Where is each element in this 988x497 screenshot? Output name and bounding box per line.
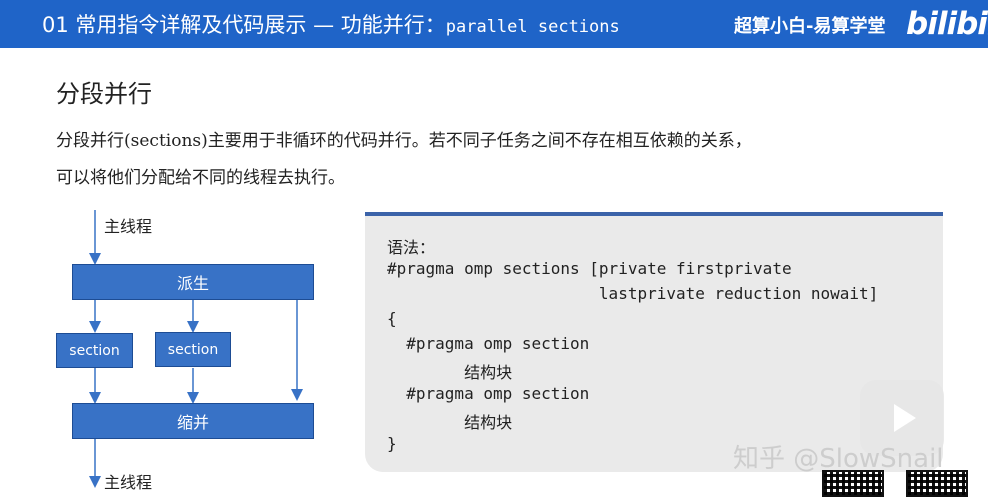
code-line-3: lastprivate reduction nowait] — [387, 284, 879, 303]
main-thread-label-top: 主线程 — [104, 217, 153, 236]
header-title-code: parallel sections — [445, 17, 620, 37]
header-title: 01 常用指令详解及代码展示 — 功能并行：parallel sections — [42, 9, 620, 39]
bilibili-logo: bilibili — [906, 6, 988, 42]
zhihu-watermark: 知乎 @SlowSnail — [733, 444, 944, 474]
header-title-prefix: 01 常用指令详解及代码展示 — 功能并行： — [42, 13, 446, 37]
brand-text: 超算小白-易算学堂 — [734, 16, 886, 37]
paragraph-line-2: 可以将他们分配给不同的线程去执行。 — [56, 168, 345, 188]
section-node-b: section — [155, 332, 231, 367]
qr-code-icon-left — [822, 470, 884, 497]
code-line-5: #pragma omp section — [387, 334, 590, 353]
code-line-8: 结构块 — [387, 413, 513, 432]
play-icon — [894, 404, 916, 432]
syntax-code-panel: 语法： #pragma omp sections [private firstp… — [365, 212, 943, 472]
code-line-6: 结构块 — [387, 363, 513, 382]
qr-code-icon-right — [906, 470, 968, 497]
paragraph-line-1: 分段并行(sections)主要用于非循环的代码并行。若不同子任务之间不存在相互… — [56, 131, 752, 151]
code-line-4: { — [387, 309, 397, 328]
code-line-2: #pragma omp sections [private firstpriva… — [387, 259, 792, 278]
section-title: 分段并行 — [56, 80, 152, 108]
fork-join-diagram: 主线程 派生 section section 缩并 主线程 — [50, 205, 350, 497]
code-line-9: } — [387, 434, 397, 453]
diagram-arrows — [89, 210, 303, 488]
fork-node: 派生 — [72, 264, 314, 300]
video-play-overlay[interactable] — [860, 380, 944, 456]
code-line-7: #pragma omp section — [387, 384, 590, 403]
section-node-a: section — [56, 333, 133, 368]
code-line-1: 语法： — [387, 238, 436, 257]
header-bar: 01 常用指令详解及代码展示 — 功能并行：parallel sections … — [0, 0, 988, 48]
main-thread-label-bottom: 主线程 — [104, 473, 153, 492]
join-node: 缩并 — [72, 403, 314, 439]
